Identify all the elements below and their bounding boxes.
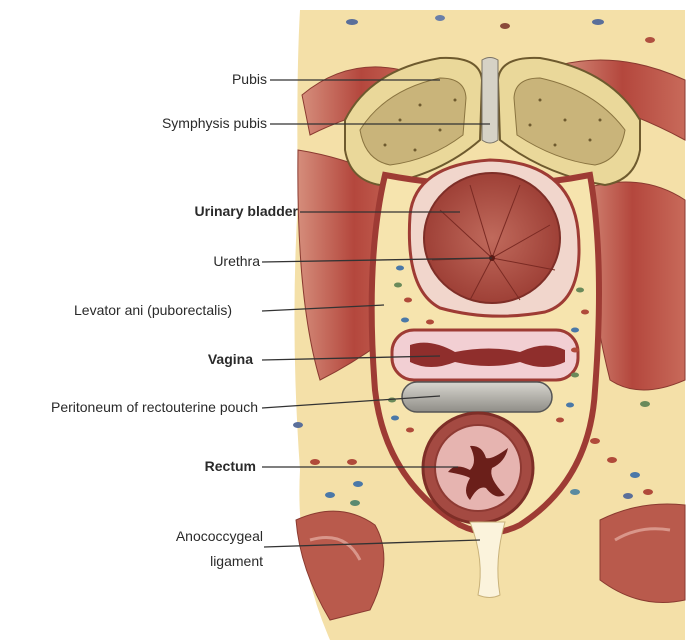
label-peritoneum: Peritoneum of rectouterine pouch <box>51 399 258 416</box>
label-urethra: Urethra <box>213 253 260 270</box>
label-ligament: ligament <box>210 553 263 570</box>
label-symphysis-pubis: Symphysis pubis <box>162 115 267 132</box>
label-vagina: Vagina <box>208 351 253 368</box>
label-rectum: Rectum <box>205 458 256 475</box>
label-urinary-bladder: Urinary bladder <box>195 203 298 220</box>
label-pubis: Pubis <box>232 71 267 88</box>
label-levator-ani: Levator ani (puborectalis) <box>74 302 232 319</box>
vagina <box>392 330 578 380</box>
urinary-bladder <box>409 160 579 316</box>
label-anococcygeal: Anococcygeal <box>176 528 263 545</box>
rectum <box>423 413 533 523</box>
